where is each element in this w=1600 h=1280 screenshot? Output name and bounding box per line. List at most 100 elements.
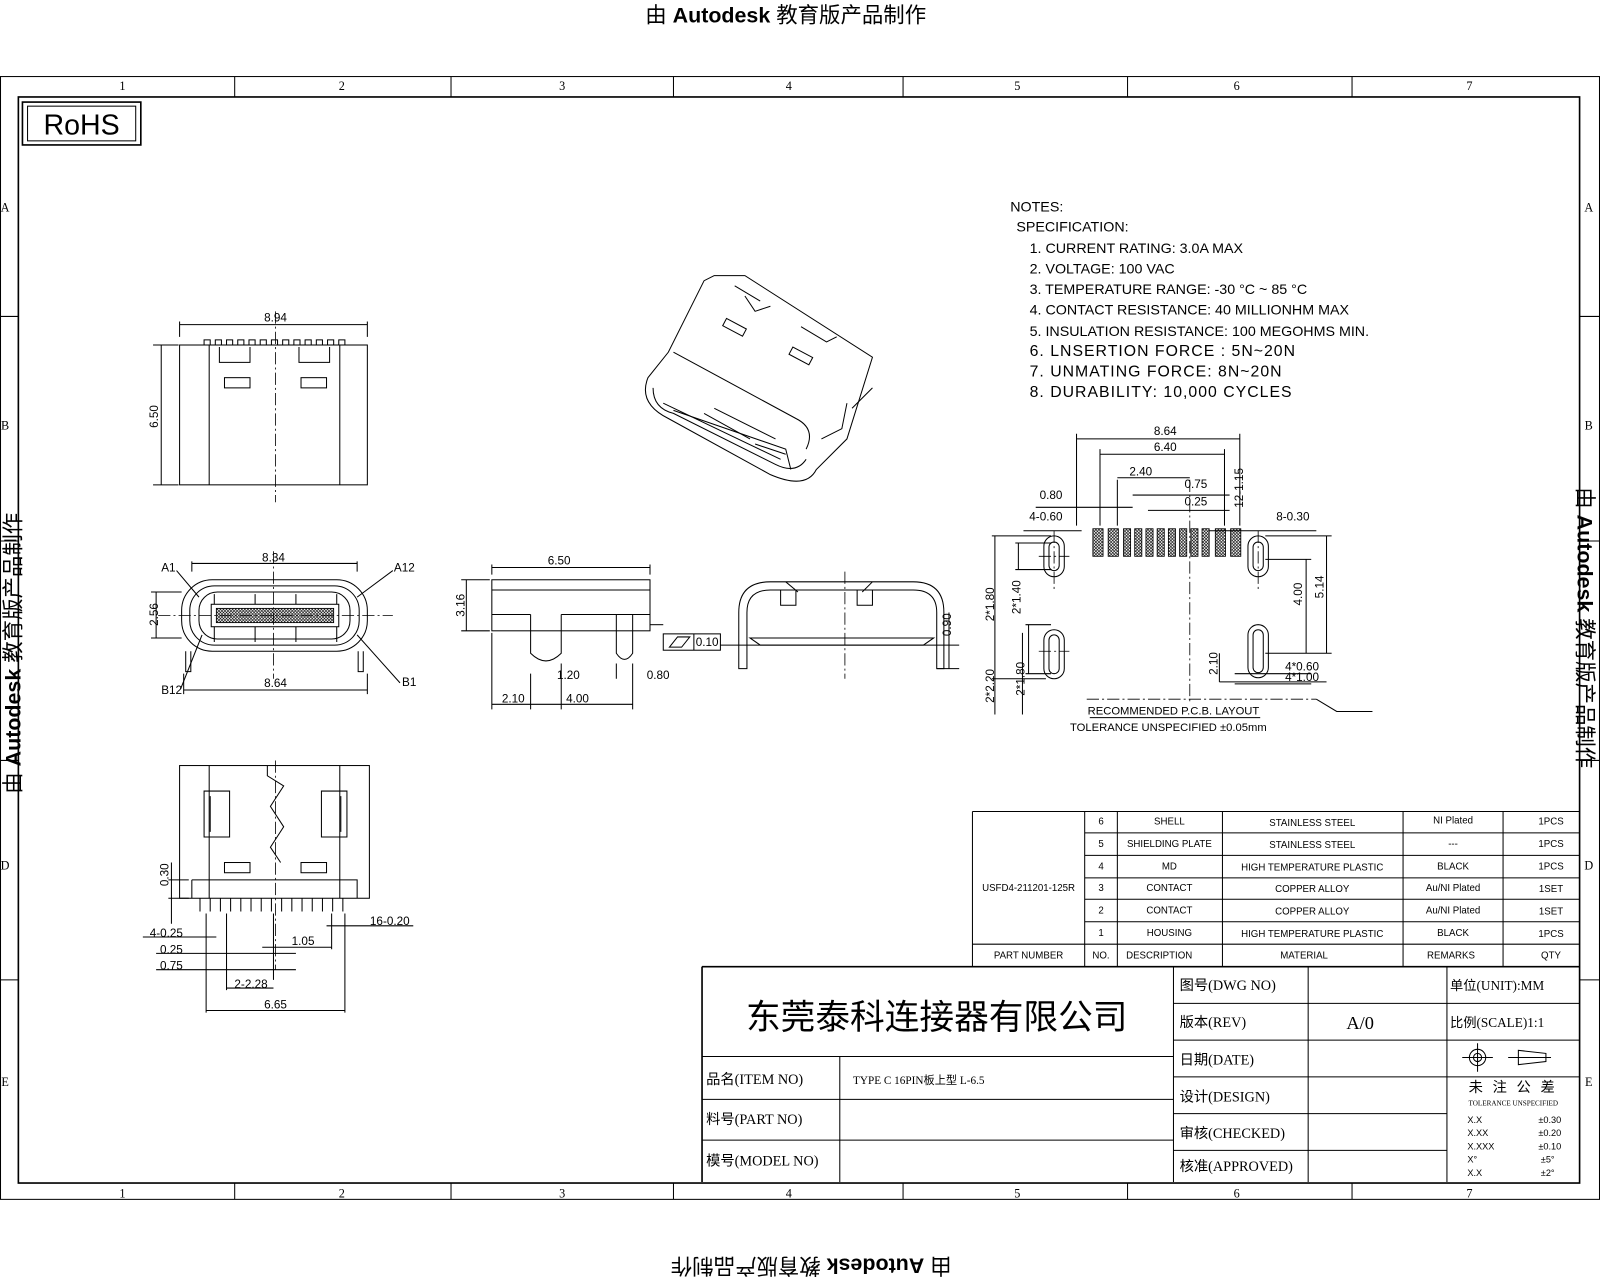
svg-text:1: 1	[119, 1186, 125, 1200]
svg-text:1PCS: 1PCS	[1538, 839, 1564, 850]
svg-text:1PCS: 1PCS	[1538, 817, 1564, 828]
svg-text:B: B	[1, 419, 9, 433]
svg-text:16-0.20: 16-0.20	[370, 915, 410, 928]
svg-text:X.XXX: X.XXX	[1467, 1141, 1494, 1151]
svg-text:设计(DESIGN): 设计(DESIGN)	[1180, 1088, 1271, 1105]
svg-text:2*2.20: 2*2.20	[984, 669, 997, 703]
svg-text:E: E	[1585, 1075, 1592, 1089]
svg-text:5.14: 5.14	[1313, 575, 1326, 598]
svg-text:6: 6	[1234, 1186, 1240, 1200]
svg-text:±0.20: ±0.20	[1538, 1128, 1561, 1138]
svg-text:0.75: 0.75	[1185, 478, 1208, 491]
svg-text:D: D	[1, 859, 10, 873]
svg-text:2*1.40: 2*1.40	[1010, 580, 1023, 614]
svg-text:2*1.80: 2*1.80	[984, 587, 997, 621]
front-view: 8.34 8.64 2.56 A1 A12 B12 B1	[148, 551, 416, 697]
pcb-layout-view: 8.64 6.40 2.40 0.75 0.25 0.80 4-0.60 8-0…	[984, 425, 1373, 734]
svg-text:RoHS: RoHS	[44, 110, 120, 142]
svg-text:日期(DATE): 日期(DATE)	[1180, 1052, 1255, 1069]
specification-notes: NOTES: SPECIFICATION: 1. CURRENT RATING:…	[1010, 199, 1369, 401]
svg-text:X.X: X.X	[1467, 1115, 1482, 1125]
svg-text:HIGH TEMPERATURE PLASTIC: HIGH TEMPERATURE PLASTIC	[1241, 929, 1383, 940]
svg-text:7: 7	[1466, 1186, 1472, 1200]
svg-text:6.40: 6.40	[1154, 441, 1177, 454]
svg-text:HIGH TEMPERATURE PLASTIC: HIGH TEMPERATURE PLASTIC	[1241, 863, 1383, 874]
svg-text:E: E	[1, 1075, 8, 1089]
svg-text:X°: X°	[1467, 1155, 1477, 1165]
isometric-view	[644, 275, 874, 482]
svg-text:1PCS: 1PCS	[1538, 862, 1564, 873]
svg-text:8.64: 8.64	[1154, 425, 1177, 438]
svg-text:4: 4	[786, 79, 792, 93]
svg-text:COPPER ALLOY: COPPER ALLOY	[1275, 884, 1350, 895]
svg-text:±5°: ±5°	[1541, 1155, 1555, 1165]
svg-text:8.34: 8.34	[262, 551, 285, 564]
pcb-pads	[1092, 528, 1242, 557]
svg-text:NI Plated: NI Plated	[1433, 816, 1473, 827]
svg-text:1PCS: 1PCS	[1538, 929, 1564, 940]
bom-table: USFD4-211201-125R 6 SHELL STAINLESS STEE…	[971, 810, 1580, 967]
svg-text:0.75: 0.75	[160, 960, 183, 973]
svg-text:1: 1	[1098, 928, 1103, 939]
svg-text:4*0.60: 4*0.60	[1285, 661, 1319, 674]
svg-text:0.80: 0.80	[647, 669, 670, 682]
company-name: 东莞泰科连接器有限公司	[746, 998, 1128, 1037]
svg-text:2: 2	[339, 79, 345, 93]
side-view: 6.50 3.16 1.20 0.80 2.10 4.00	[454, 554, 670, 710]
sheet-frame	[0, 76, 1600, 1200]
svg-text:1. CURRENT RATING: 3.0A MAX: 1. CURRENT RATING: 3.0A MAX	[1030, 241, 1244, 257]
svg-text:图号(DWG NO): 图号(DWG NO)	[1180, 978, 1277, 994]
svg-text:4.00: 4.00	[1292, 582, 1305, 605]
svg-text:0.90: 0.90	[941, 613, 954, 636]
zone-labels: 1 2 3 4 5 6 7 1 2 3 4 5 6 7 A B D E A B …	[1, 79, 1594, 1200]
svg-text:NOTES:: NOTES:	[1010, 199, 1063, 215]
bom-row-4: 4 MD HIGH TEMPERATURE PLASTIC BLACK 1PCS	[1098, 862, 1564, 874]
svg-text:6. LNSERTION FORCE : 5N~20N: 6. LNSERTION FORCE : 5N~20N	[1030, 343, 1296, 360]
svg-text:料号(PART NO): 料号(PART NO)	[706, 1111, 802, 1128]
svg-text:X.XX: X.XX	[1467, 1128, 1488, 1138]
svg-text:2*1.80: 2*1.80	[1014, 661, 1027, 695]
svg-text:A/0: A/0	[1346, 1013, 1374, 1033]
svg-text:6.65: 6.65	[264, 998, 287, 1011]
svg-text:1.20: 1.20	[557, 669, 580, 682]
svg-text:B1: B1	[402, 676, 416, 689]
svg-text:4: 4	[1098, 862, 1104, 873]
svg-text:模号(MODEL NO): 模号(MODEL NO)	[706, 1153, 819, 1170]
svg-text:3. TEMPERATURE RANGE: -30 °C ~: 3. TEMPERATURE RANGE: -30 °C ~ 85 °C	[1030, 282, 1308, 298]
title-block: 东莞泰科连接器有限公司 品名(ITEM NO) TYPE C 16PIN板上型 …	[701, 965, 1580, 1183]
svg-text:4. CONTACT RESISTANCE: 40 MILL: 4. CONTACT RESISTANCE: 40 MILLIONHM MAX	[1030, 302, 1350, 318]
bom-row-2: 2 CONTACT COPPER ALLOY Au/NI Plated 1SET	[1098, 906, 1563, 918]
svg-text:5: 5	[1014, 1186, 1020, 1200]
bom-row-1: 1 HOUSING HIGH TEMPERATURE PLASTIC BLACK…	[1098, 928, 1564, 940]
svg-text:0.25: 0.25	[160, 943, 183, 956]
svg-text:±0.30: ±0.30	[1538, 1115, 1561, 1125]
svg-text:STAINLESS STEEL: STAINLESS STEEL	[1269, 840, 1356, 851]
svg-text:8. DURABILITY: 10,000 CYCLES: 8. DURABILITY: 10,000 CYCLES	[1030, 384, 1293, 401]
svg-text:A12: A12	[394, 562, 415, 575]
svg-text:STAINLESS STEEL: STAINLESS STEEL	[1269, 818, 1356, 829]
svg-text:2. VOLTAGE: 100 VAC: 2. VOLTAGE: 100 VAC	[1030, 262, 1175, 278]
svg-text:BLACK: BLACK	[1437, 862, 1469, 873]
svg-text:5. INSULATION RESISTANCE: 100: 5. INSULATION RESISTANCE: 100 MEGOHMS MI…	[1030, 324, 1369, 340]
svg-text:比例(SCALE)1:1: 比例(SCALE)1:1	[1450, 1015, 1544, 1030]
bom-row-3: 3 CONTACT COPPER ALLOY Au/NI Plated 1SET	[1098, 883, 1563, 895]
svg-text:2: 2	[1098, 906, 1103, 917]
svg-text:BLACK: BLACK	[1437, 928, 1469, 939]
projection-symbol-icon	[1462, 1043, 1552, 1072]
svg-text:REMARKS: REMARKS	[1427, 950, 1475, 961]
svg-text:8.64: 8.64	[264, 677, 287, 690]
svg-text:B: B	[1585, 419, 1593, 433]
pcb-holes	[1043, 535, 1269, 680]
svg-text:SHELL: SHELL	[1154, 817, 1185, 828]
svg-text:5: 5	[1014, 79, 1020, 93]
svg-text:核准(APPROVED): 核准(APPROVED)	[1180, 1158, 1294, 1175]
svg-text:2.40: 2.40	[1129, 466, 1152, 479]
svg-text:±0.10: ±0.10	[1538, 1141, 1561, 1151]
svg-text:1: 1	[119, 79, 125, 93]
svg-text:4-0.60: 4-0.60	[1029, 511, 1063, 524]
svg-text:4-0.25: 4-0.25	[150, 927, 184, 940]
svg-text:版本(REV): 版本(REV)	[1180, 1014, 1247, 1031]
svg-text:Au/NI Plated: Au/NI Plated	[1426, 883, 1480, 894]
svg-text:4*1.00: 4*1.00	[1285, 671, 1319, 684]
